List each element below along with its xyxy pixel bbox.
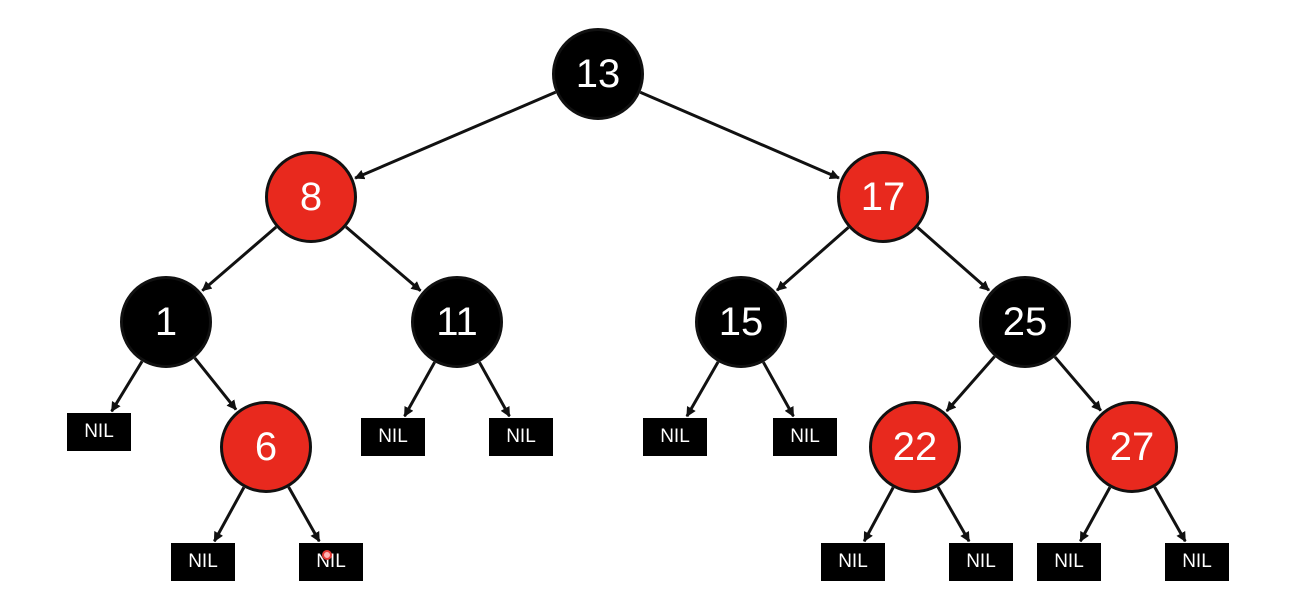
edge-n8-n1	[201, 225, 278, 292]
edge-n27-nil11	[1153, 486, 1187, 543]
nil-leaf: NIL	[1165, 543, 1229, 581]
tree-node-27: 27	[1086, 401, 1178, 493]
tree-node-15: 15	[695, 276, 787, 368]
edge-n6-nil6	[213, 486, 246, 543]
nil-leaf: NIL	[821, 543, 885, 581]
nil-leaf: NIL	[1037, 543, 1101, 581]
tree-node-1: 1	[120, 276, 212, 368]
edge-n25-n22	[945, 355, 996, 412]
nil-leaf: NIL	[773, 418, 837, 456]
edge-n8-n11	[344, 225, 422, 292]
edge-n1-n6	[193, 356, 238, 411]
nil-leaf: NIL	[67, 413, 131, 451]
edge-n13-n17	[639, 90, 840, 180]
edge-n1-nil1	[110, 360, 144, 413]
tree-node-11: 11	[411, 276, 503, 368]
edge-n13-n8	[354, 90, 557, 180]
tree-node-8: 8	[265, 151, 357, 243]
nil-leaf: NIL	[489, 418, 553, 456]
nil-leaf: NIL	[299, 543, 363, 581]
edge-n25-n27	[1053, 355, 1102, 412]
tree-node-6: 6	[220, 401, 312, 493]
nil-leaf: NIL	[949, 543, 1013, 581]
edge-n22-nil8	[862, 486, 895, 543]
edge-n27-nil10	[1079, 486, 1112, 543]
edge-n11-nil2	[403, 361, 436, 418]
edge-n22-nil9	[936, 486, 971, 543]
edge-n15-nil5	[762, 361, 795, 418]
tree-node-13: 13	[552, 28, 644, 120]
tree-node-17: 17	[837, 151, 929, 243]
edge-n15-nil4	[685, 361, 720, 418]
edge-n17-n25	[916, 226, 990, 292]
nil-leaf: NIL	[171, 543, 235, 581]
edge-n11-nil3	[478, 361, 511, 418]
edge-n17-n15	[776, 226, 850, 292]
tree-node-25: 25	[979, 276, 1071, 368]
nil-leaf: NIL	[643, 418, 707, 456]
cursor-indicator	[322, 550, 332, 560]
tree-node-22: 22	[869, 401, 961, 493]
nil-leaf: NIL	[361, 418, 425, 456]
edge-n6-nil7	[287, 486, 321, 543]
